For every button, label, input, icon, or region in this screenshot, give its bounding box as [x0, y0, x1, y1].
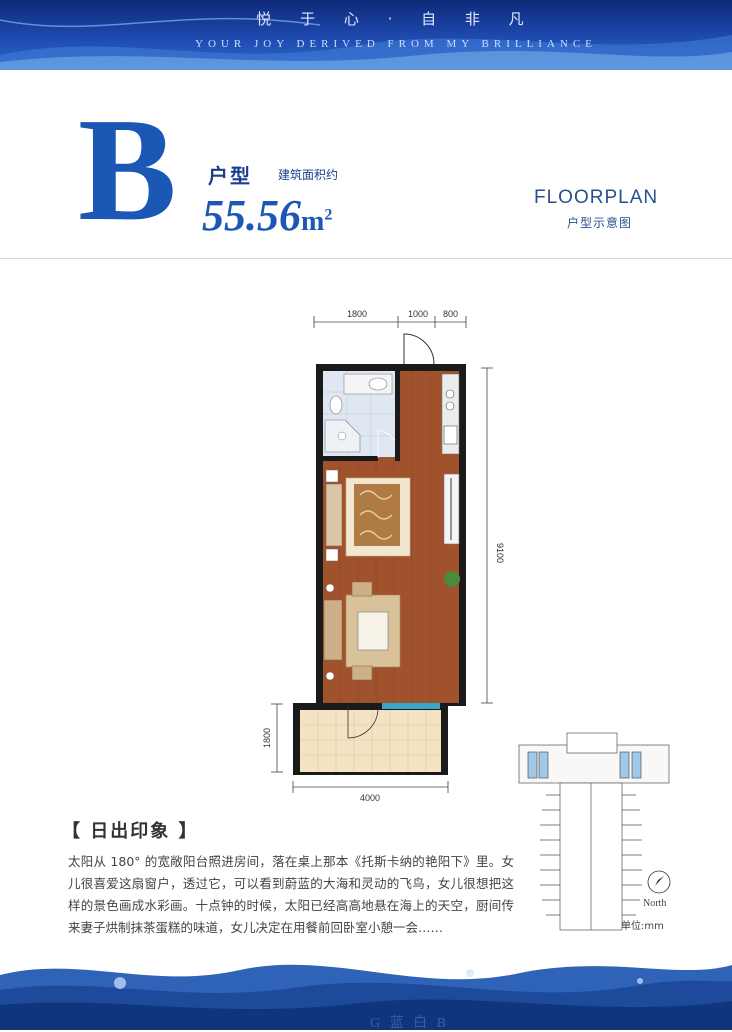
entrance-door	[403, 333, 435, 368]
coffee-table	[357, 611, 389, 651]
toilet	[329, 395, 343, 415]
armchair	[351, 665, 373, 681]
unit-note: 单位:mm	[621, 921, 664, 932]
sofa	[323, 599, 343, 661]
unit-type-label: 户型	[208, 164, 252, 188]
bottom-dimension-line	[292, 781, 449, 793]
intro-body: 太阳从 180° 的宽敞阳台照进房间，落在桌上那本《托斯卡纳的艳阳下》里。女儿很…	[68, 854, 514, 935]
bathroom-bottom-wall	[323, 456, 378, 461]
left-dimension-line	[271, 703, 283, 773]
kitchen-sink	[443, 425, 458, 445]
top-banner: 悦 于 心 · 自 非 凡 YOUR JOY DERIVED FROM MY B…	[0, 0, 732, 70]
right-dimension-line	[481, 367, 493, 704]
north-label: North	[643, 898, 667, 909]
stove-burner	[445, 401, 455, 411]
bed-pattern	[359, 490, 393, 540]
banner-slogan-cn: 悦 于 心 · 自 非 凡	[256, 10, 536, 28]
area-value: 55.56m2	[202, 190, 332, 241]
dim-top-1: 1800	[347, 309, 367, 319]
balcony-glass-door	[382, 703, 440, 709]
bathroom-door	[377, 429, 396, 458]
site-plan	[518, 732, 670, 931]
side-table	[325, 583, 335, 593]
north-arrow-icon	[647, 870, 671, 894]
floorplan-title-en: FLOORPLAN	[534, 187, 659, 208]
area-unit: m2	[301, 206, 333, 237]
sink	[368, 377, 388, 391]
floorplan-title-cn: 户型示意图	[567, 216, 633, 230]
banner-slogan-en: YOUR JOY DERIVED FROM MY BRILLIANCE	[195, 38, 597, 50]
top-dimension-lines	[313, 316, 467, 328]
dim-left-balcony: 1800	[262, 728, 272, 748]
nightstand	[325, 548, 339, 562]
headboard	[325, 483, 343, 547]
footer-text: G 蓝 白 B	[370, 1016, 449, 1031]
side-table	[325, 671, 335, 681]
plant	[444, 571, 460, 587]
intro-title: 【 日出印象 】	[62, 821, 199, 842]
balcony-floor	[300, 710, 441, 772]
dim-right: 9100	[495, 543, 505, 563]
dim-bottom: 4000	[360, 793, 380, 803]
wave-decoration	[0, 17, 732, 70]
unit-letter: B	[78, 88, 177, 252]
balcony-tiles	[300, 710, 441, 772]
armchair	[351, 581, 373, 597]
dim-top-3: 800	[443, 309, 458, 319]
footer-waves	[0, 964, 732, 1030]
header-divider	[0, 258, 732, 259]
nightstand	[325, 469, 339, 483]
area-label: 建筑面积约	[278, 168, 339, 182]
shower-drain	[337, 431, 347, 441]
stove-burner	[445, 389, 455, 399]
balcony-door	[347, 706, 379, 739]
area-number: 55.56	[202, 191, 301, 240]
bathroom-wall	[395, 371, 400, 461]
dim-top-2: 1000	[408, 309, 428, 319]
